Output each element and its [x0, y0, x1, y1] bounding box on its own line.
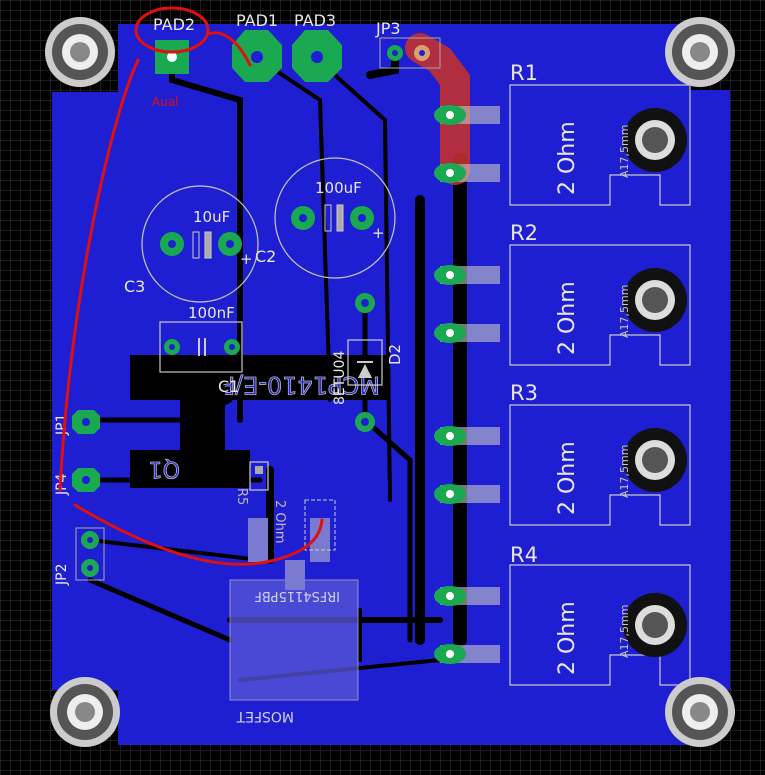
r1-value: 2 Ohm [555, 121, 580, 195]
jp1-header [72, 410, 100, 434]
c100uf-plus: + [372, 224, 385, 242]
r4-dim: A17,5mm [618, 605, 631, 658]
r5-label: R5 [234, 488, 249, 505]
c2-plus: + [240, 250, 253, 268]
jp1-label: JP1 [54, 414, 70, 436]
diode-d2 [347, 293, 383, 432]
c2-label: C2 [255, 247, 276, 266]
mosfet-part-label: IRFS4115PBF [254, 588, 340, 603]
r2-dim: A17,5mm [618, 285, 631, 338]
jp2-label: JP2 [54, 564, 70, 586]
pad1-label: PAD1 [236, 11, 278, 30]
q1-label: Q1 [149, 456, 180, 481]
q1-block [130, 450, 250, 488]
annotation-curve-bottom [73, 503, 324, 566]
c3-label: C3 [124, 277, 145, 296]
regulator-block [130, 355, 390, 400]
board-right-edge [655, 90, 730, 690]
pad3-label: PAD3 [294, 11, 336, 30]
mosfet-footprint [229, 499, 359, 701]
pad2-circle [134, 6, 210, 54]
d2-label: D2 [386, 344, 404, 365]
r2-label: R2 [510, 221, 538, 245]
jp4-label: JP4 [54, 473, 70, 496]
mosfet-label: MOSFET [236, 708, 294, 724]
resistor-r5 [249, 461, 269, 491]
c10uf-label: 10uF [193, 208, 230, 226]
c100nf-label: 100nF [188, 304, 235, 322]
mounting-hole-tr [665, 17, 735, 87]
resistor-r4 [434, 564, 691, 686]
pad2-label: PAD2 [153, 15, 195, 34]
aual-annotation: Aual [152, 95, 179, 109]
mounting-hole-tl [45, 17, 115, 87]
mounting-hole-br [665, 677, 735, 747]
r1-dim: A17,5mm [618, 125, 631, 178]
mounting-hole-bl [50, 677, 120, 747]
jp2-header [75, 527, 105, 581]
c1-label: C1 [218, 377, 239, 396]
r4-label: R4 [510, 543, 538, 567]
resistor-r2 [434, 244, 691, 366]
r3-value: 2 Ohm [555, 441, 580, 515]
r3-dim: A17,5mm [618, 445, 631, 498]
c100uf-label: 100uF [315, 179, 362, 197]
resistor-r3 [434, 404, 691, 526]
annotation-arrow-pad1 [206, 31, 252, 67]
q1-body [180, 385, 225, 450]
r5-value: 2 Ohm [272, 500, 287, 544]
highlight-trace [405, 33, 470, 185]
jp4-header [72, 468, 100, 492]
mounting-holes [45, 17, 735, 747]
jp3-outline [379, 37, 441, 69]
r2-value: 2 Ohm [555, 281, 580, 355]
capacitor-100uf [274, 157, 396, 279]
resistor-r1 [434, 84, 691, 206]
annotation-curve-left [58, 58, 140, 492]
r4-value: 2 Ohm [555, 601, 580, 675]
top-pads [155, 30, 441, 82]
r1-label: R1 [510, 61, 538, 85]
d2-part-label: 8ETU04 [332, 351, 348, 405]
r3-label: R3 [510, 381, 538, 405]
capacitor-100nf [159, 321, 243, 373]
capacitor-10uf [141, 185, 259, 303]
jp3-label: JP3 [375, 19, 401, 38]
red-annotations [58, 6, 324, 566]
